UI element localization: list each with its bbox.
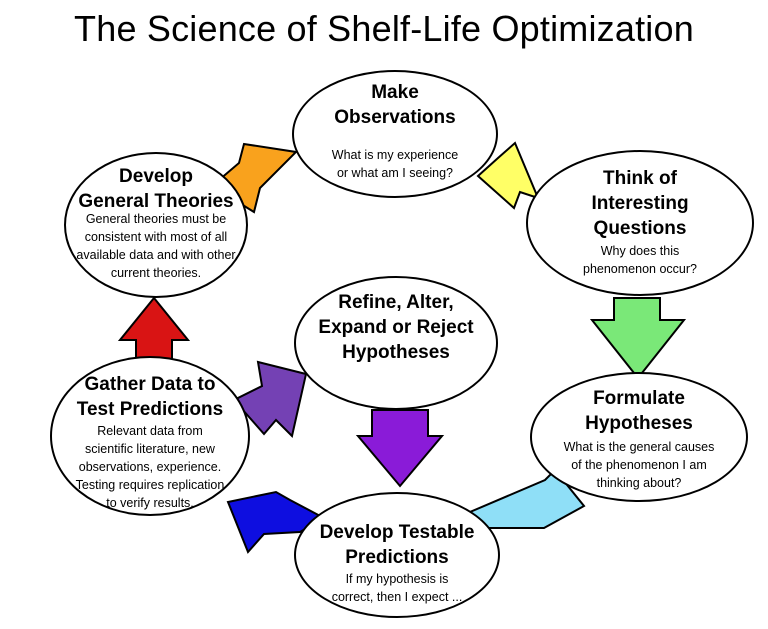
node-description: If my hypothesis is correct, then I expe… xyxy=(331,572,463,604)
node-title: Think of Interesting Questions xyxy=(591,168,689,239)
arrow-questions-to-hypotheses xyxy=(589,297,687,380)
node-title: Formulate Hypotheses xyxy=(585,388,693,434)
node-think-questions: Think of Interesting Questions Why does … xyxy=(526,150,754,296)
node-develop-theories: Develop General Theories General theorie… xyxy=(64,152,248,298)
arrow-gather-to-refine xyxy=(232,360,308,438)
node-formulate-hypotheses: Formulate Hypotheses What is the general… xyxy=(530,372,748,502)
node-description: Relevant data from scientific literature… xyxy=(75,424,225,510)
node-title: Develop Testable Predictions xyxy=(319,522,475,568)
node-make-observations: Make Observations What is my experience … xyxy=(292,70,498,198)
node-gather-data: Gather Data to Test Predictions Relevant… xyxy=(50,356,250,516)
node-description: What is the general causes of the phenom… xyxy=(563,440,715,490)
node-title: Make Observations xyxy=(334,82,456,128)
node-description: Why does this phenomenon occur? xyxy=(583,244,697,276)
node-description: What is my experience or what am I seein… xyxy=(331,148,459,180)
node-refine-hypotheses: Refine, Alter, Expand or Reject Hypothes… xyxy=(294,276,498,410)
node-title: Gather Data to Test Predictions xyxy=(76,374,224,420)
node-description: General theories must be consistent with… xyxy=(76,212,236,280)
arrow-refine-to-predictions xyxy=(355,409,445,488)
node-title: Develop General Theories xyxy=(78,166,234,212)
node-develop-predictions: Develop Testable Predictions If my hypot… xyxy=(294,492,500,618)
page-title: The Science of Shelf-Life Optimization xyxy=(74,8,694,49)
node-title: Refine, Alter, Expand or Reject Hypothes… xyxy=(318,292,474,363)
arrow-gather-to-theories xyxy=(117,296,191,363)
